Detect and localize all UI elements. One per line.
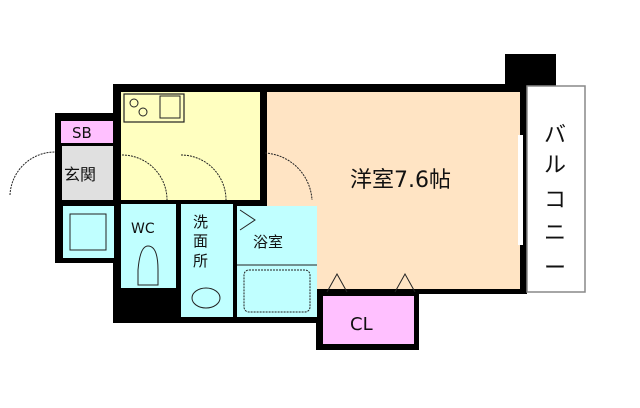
- washing-machine-icon: [69, 213, 107, 251]
- wash-basin-icon: [191, 287, 221, 309]
- door-swing: [264, 152, 313, 201]
- bathroom: [237, 206, 317, 317]
- bathroom-label: 浴室: [253, 233, 283, 251]
- bath-door-icon: [239, 209, 256, 231]
- washroom: [181, 204, 233, 317]
- washroom-label: 洗 面 所: [193, 213, 208, 270]
- entrance: [62, 146, 113, 200]
- svg-text:バ: バ: [544, 123, 566, 148]
- svg-text:ー: ー: [544, 256, 566, 281]
- svg-text:洗: 洗: [193, 213, 208, 231]
- toilet-label: WC: [131, 221, 155, 237]
- entrance-label: 玄関: [64, 165, 96, 184]
- window: [518, 135, 523, 245]
- sink-icon: [159, 95, 181, 119]
- toilet-icon: [137, 245, 159, 286]
- balcony-label: バ ル コ ニ ー: [544, 123, 566, 281]
- bathtub-icon: [243, 269, 311, 313]
- kitchen-area: [121, 92, 260, 200]
- svg-text:ル: ル: [544, 153, 566, 178]
- shoe-box-label: SB: [72, 124, 92, 142]
- svg-text:面: 面: [193, 232, 208, 250]
- closet-label: CL: [350, 314, 373, 335]
- stove-burner-icon: [129, 98, 139, 108]
- entrance-door-swing: [9, 151, 56, 196]
- stove-burner-icon: [138, 107, 148, 117]
- western-room-label: 洋室7.6帖: [350, 168, 451, 193]
- svg-text:コ: コ: [544, 188, 566, 213]
- closet: [323, 296, 414, 344]
- closet-door-icon: [326, 272, 416, 293]
- balcony: [526, 85, 586, 293]
- svg-text:所: 所: [193, 252, 208, 270]
- svg-text:ニ: ニ: [544, 221, 566, 246]
- shoe-box: [61, 121, 113, 143]
- stove-counter: [123, 93, 185, 123]
